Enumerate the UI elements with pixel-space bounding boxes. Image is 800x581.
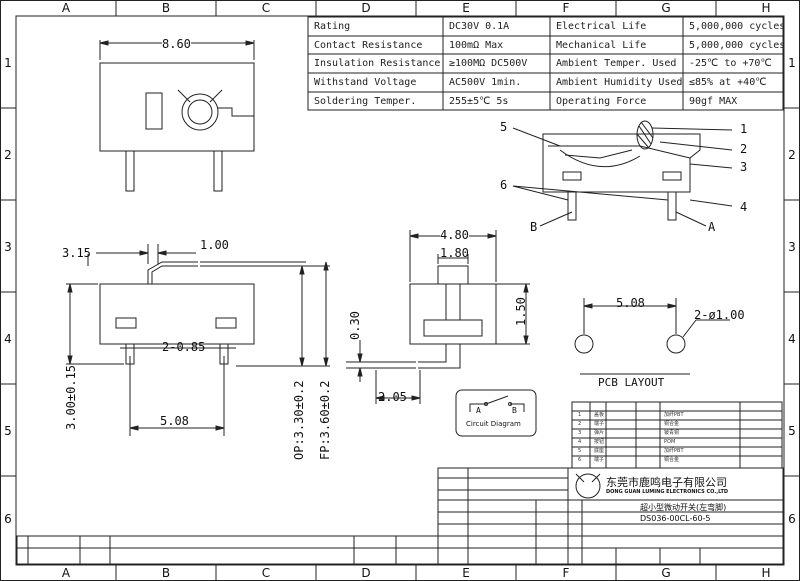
bom-spec: 铍青铜	[664, 430, 680, 436]
dim-2-0-85: 2-0.85	[162, 340, 206, 354]
bom-no: 1	[578, 412, 582, 418]
zone-col-c: C	[261, 1, 271, 15]
zone-col-g-bottom: G	[661, 566, 671, 580]
spec-value: ≥100MΩ DC500V	[449, 58, 528, 69]
zone-col-b-bottom: B	[161, 566, 171, 580]
bom-spec: POM	[664, 439, 676, 445]
pcb-spacing: 5.08	[616, 296, 645, 310]
dim-2-05: 2.05	[378, 390, 407, 404]
dim-3-00: 3.00±0.15	[64, 364, 78, 430]
zone-row-5: 5	[4, 424, 12, 438]
company-name-cn: 东莞市鹿鸣电子有限公司	[606, 476, 727, 489]
bom-no: 6	[578, 457, 582, 463]
zone-row-1-right: 1	[788, 56, 796, 70]
callout-a: A	[708, 220, 716, 234]
zone-row-2-right: 2	[788, 148, 796, 162]
circuit-title: Circuit Diagram	[466, 420, 521, 428]
dim-op: OP:3.30±0.2	[292, 380, 306, 460]
callout-2: 3	[740, 160, 748, 174]
dim-4-80: 4.80	[440, 228, 469, 242]
spec-value: DC30V 0.1A	[449, 21, 510, 32]
spec-label: Ambient Temper. Used	[556, 58, 677, 69]
spec-label: Contact Resistance	[314, 40, 423, 51]
bom-no: 2	[578, 421, 582, 427]
callout-5: 5	[500, 120, 508, 134]
zone-col-a-bottom: A	[61, 566, 71, 580]
spec-value: AC500V 1min.	[449, 77, 522, 88]
callout-6: 6	[500, 178, 508, 192]
spec-value: 5,000,000 cycles	[689, 21, 786, 32]
zone-col-e: E	[462, 1, 470, 15]
zone-row-6: 6	[4, 512, 12, 526]
pcb-layout-title: PCB LAYOUT	[598, 376, 665, 389]
dim-5-08: 5.08	[160, 414, 189, 428]
spec-value: -25℃ to +70℃	[689, 58, 772, 69]
spec-label: Electrical Life	[556, 21, 647, 32]
callout-4: 1	[740, 122, 748, 136]
bom-spec: 加纤PBT	[664, 412, 684, 418]
circuit-b: B	[512, 406, 517, 415]
zone-col-c-bottom: C	[261, 566, 271, 580]
zone-col-f: F	[562, 1, 570, 15]
zone-row-1: 1	[4, 56, 12, 70]
callout-3: 2	[740, 142, 748, 156]
zone-col-h: H	[761, 1, 771, 15]
bom-name: 弹片	[594, 430, 605, 436]
bom-name: 端子	[594, 421, 605, 427]
company-name-en: DONG GUAN LUMING ELECTRONICS CO.,LTD	[606, 489, 729, 495]
callout-b: B	[530, 220, 538, 234]
dim-fp: FP:3.60±0.2	[318, 380, 332, 460]
bom-spec: 加纤PBT	[664, 448, 684, 454]
zone-row-3-right: 3	[788, 240, 796, 254]
bom-name: 端子	[594, 457, 605, 463]
spec-label: Operating Force	[556, 96, 647, 107]
zone-col-d-bottom: D	[361, 566, 371, 580]
callout-1: 4	[740, 200, 748, 214]
spec-value: 90gf MAX	[689, 96, 738, 107]
bom-no: 3	[578, 430, 582, 436]
dim-3-15: 3.15	[62, 246, 91, 260]
part-number: DS036-00CL-60-5	[640, 514, 711, 523]
zone-col-g: G	[661, 1, 671, 15]
bom-no: 4	[578, 439, 582, 445]
zone-row-4-right: 4	[788, 332, 796, 346]
zone-col-d: D	[361, 1, 371, 15]
top-width-dim: 8.60	[162, 37, 191, 51]
spec-label: Ambient Humidity Used	[556, 77, 683, 88]
zone-col-f-bottom: F	[562, 566, 570, 580]
dim-1-50: 1.50	[514, 297, 528, 326]
spec-label: Mechanical Life	[556, 40, 647, 51]
product-name: 超小型微动开关(左弯脚)	[640, 503, 727, 512]
bom-name: 按钮	[594, 439, 605, 445]
spec-value: 100mΩ Max	[449, 40, 504, 51]
spec-value: 5,000,000 cycles	[689, 40, 786, 51]
zone-col-h-bottom: H	[761, 566, 771, 580]
spec-label: Withstand Voltage	[314, 77, 417, 88]
pcb-hole-dim: 2-ø1.00	[694, 308, 745, 322]
spec-label: Insulation Resistance	[314, 58, 441, 69]
zone-col-a: A	[61, 1, 71, 15]
spec-label: Rating	[314, 21, 351, 32]
zone-row-3: 3	[4, 240, 12, 254]
bom-name: 盖板	[594, 412, 605, 418]
dim-1-80: 1.80	[440, 246, 469, 260]
bom-no: 5	[578, 448, 582, 454]
zone-row-5-right: 5	[788, 424, 796, 438]
zone-col-b: B	[161, 1, 171, 15]
dim-0-30: 0.30	[348, 311, 362, 340]
spec-value: 255±5℃ 5s	[449, 96, 509, 107]
dim-1-00: 1.00	[200, 238, 229, 252]
zone-col-e-bottom: E	[462, 566, 470, 580]
zone-row-2: 2	[4, 148, 12, 162]
zone-row-4: 4	[4, 332, 12, 346]
zone-row-6-right: 6	[788, 512, 796, 526]
bom-name: 底座	[594, 448, 605, 454]
circuit-a: A	[476, 406, 481, 415]
spec-label: Soldering Temper.	[314, 96, 417, 107]
bom-spec: 铜合金	[664, 457, 680, 463]
bom-spec: 铜合金	[664, 421, 680, 427]
spec-value: ≤85% at +40℃	[689, 77, 767, 88]
